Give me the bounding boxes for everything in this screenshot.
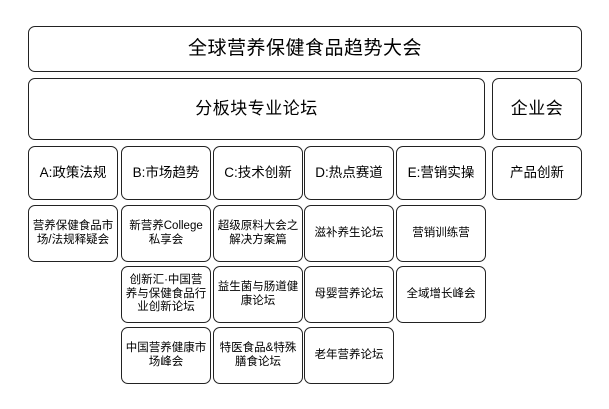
- session-box-d-2[interactable]: 母婴营养论坛: [304, 266, 394, 323]
- category-box-b[interactable]: B:市场趋势: [121, 146, 211, 200]
- main-title-box: 全球营养保健食品趋势大会: [28, 26, 582, 72]
- session-label-a-1: 营养保健食品市场/法规释疑会: [32, 219, 114, 246]
- tracks-header-text: 分板块专业论坛: [195, 98, 318, 118]
- session-label-c-2: 益生菌与肠道健康论坛: [217, 280, 299, 307]
- session-box-a-1[interactable]: 营养保健食品市场/法规释疑会: [28, 205, 118, 262]
- session-label-c-1: 超级原料大会之解决方案篇: [217, 219, 299, 246]
- category-label-d: D:热点赛道: [315, 165, 383, 181]
- session-label-d-2: 母婴营养论坛: [314, 287, 384, 300]
- category-label-product-innovation: 产品创新: [510, 165, 564, 181]
- session-label-e-2: 全域增长峰会: [406, 287, 476, 300]
- session-label-c-3: 特医食品&特殊膳食论坛: [219, 341, 297, 368]
- category-label-a: A:政策法规: [39, 165, 107, 181]
- session-box-c-2[interactable]: 益生菌与肠道健康论坛: [213, 266, 303, 323]
- session-box-e-1[interactable]: 营销训练营: [396, 205, 486, 262]
- session-box-c-1[interactable]: 超级原料大会之解决方案篇: [213, 205, 303, 262]
- session-box-b-3[interactable]: 中国营养健康市场峰会: [121, 327, 211, 384]
- category-box-a[interactable]: A:政策法规: [28, 146, 118, 200]
- tracks-header-box: 分板块专业论坛: [28, 78, 485, 140]
- session-label-b-3: 中国营养健康市场峰会: [125, 341, 207, 368]
- session-box-e-2[interactable]: 全域增长峰会: [396, 266, 486, 323]
- enterprise-header-box: 企业会: [492, 78, 582, 140]
- session-box-b-2[interactable]: 创新汇·中国营养与保健食品行业创新论坛: [121, 266, 211, 323]
- session-box-b-1[interactable]: 新营养College私享会: [121, 205, 211, 262]
- main-title-text: 全球营养保健食品趋势大会: [187, 37, 422, 59]
- category-label-b: B:市场趋势: [132, 165, 200, 181]
- session-label-e-1: 营销训练营: [412, 226, 470, 239]
- category-label-e: E:营销实操: [407, 165, 475, 181]
- session-label-b-2: 创新汇·中国营养与保健食品行业创新论坛: [125, 274, 207, 314]
- category-box-e[interactable]: E:营销实操: [396, 146, 486, 200]
- session-box-d-1[interactable]: 滋补养生论坛: [304, 205, 394, 262]
- category-box-c[interactable]: C:技术创新: [213, 146, 303, 200]
- session-label-d-3: 老年营养论坛: [314, 348, 384, 361]
- session-box-d-3[interactable]: 老年营养论坛: [304, 327, 394, 384]
- session-label-b-1: 新营养College私享会: [129, 219, 203, 246]
- category-box-d[interactable]: D:热点赛道: [304, 146, 394, 200]
- session-label-d-1: 滋补养生论坛: [314, 226, 384, 239]
- enterprise-header-text: 企业会: [510, 98, 564, 118]
- category-label-c: C:技术创新: [224, 165, 292, 181]
- session-box-c-3[interactable]: 特医食品&特殊膳食论坛: [213, 327, 303, 384]
- category-box-product-innovation[interactable]: 产品创新: [492, 146, 582, 200]
